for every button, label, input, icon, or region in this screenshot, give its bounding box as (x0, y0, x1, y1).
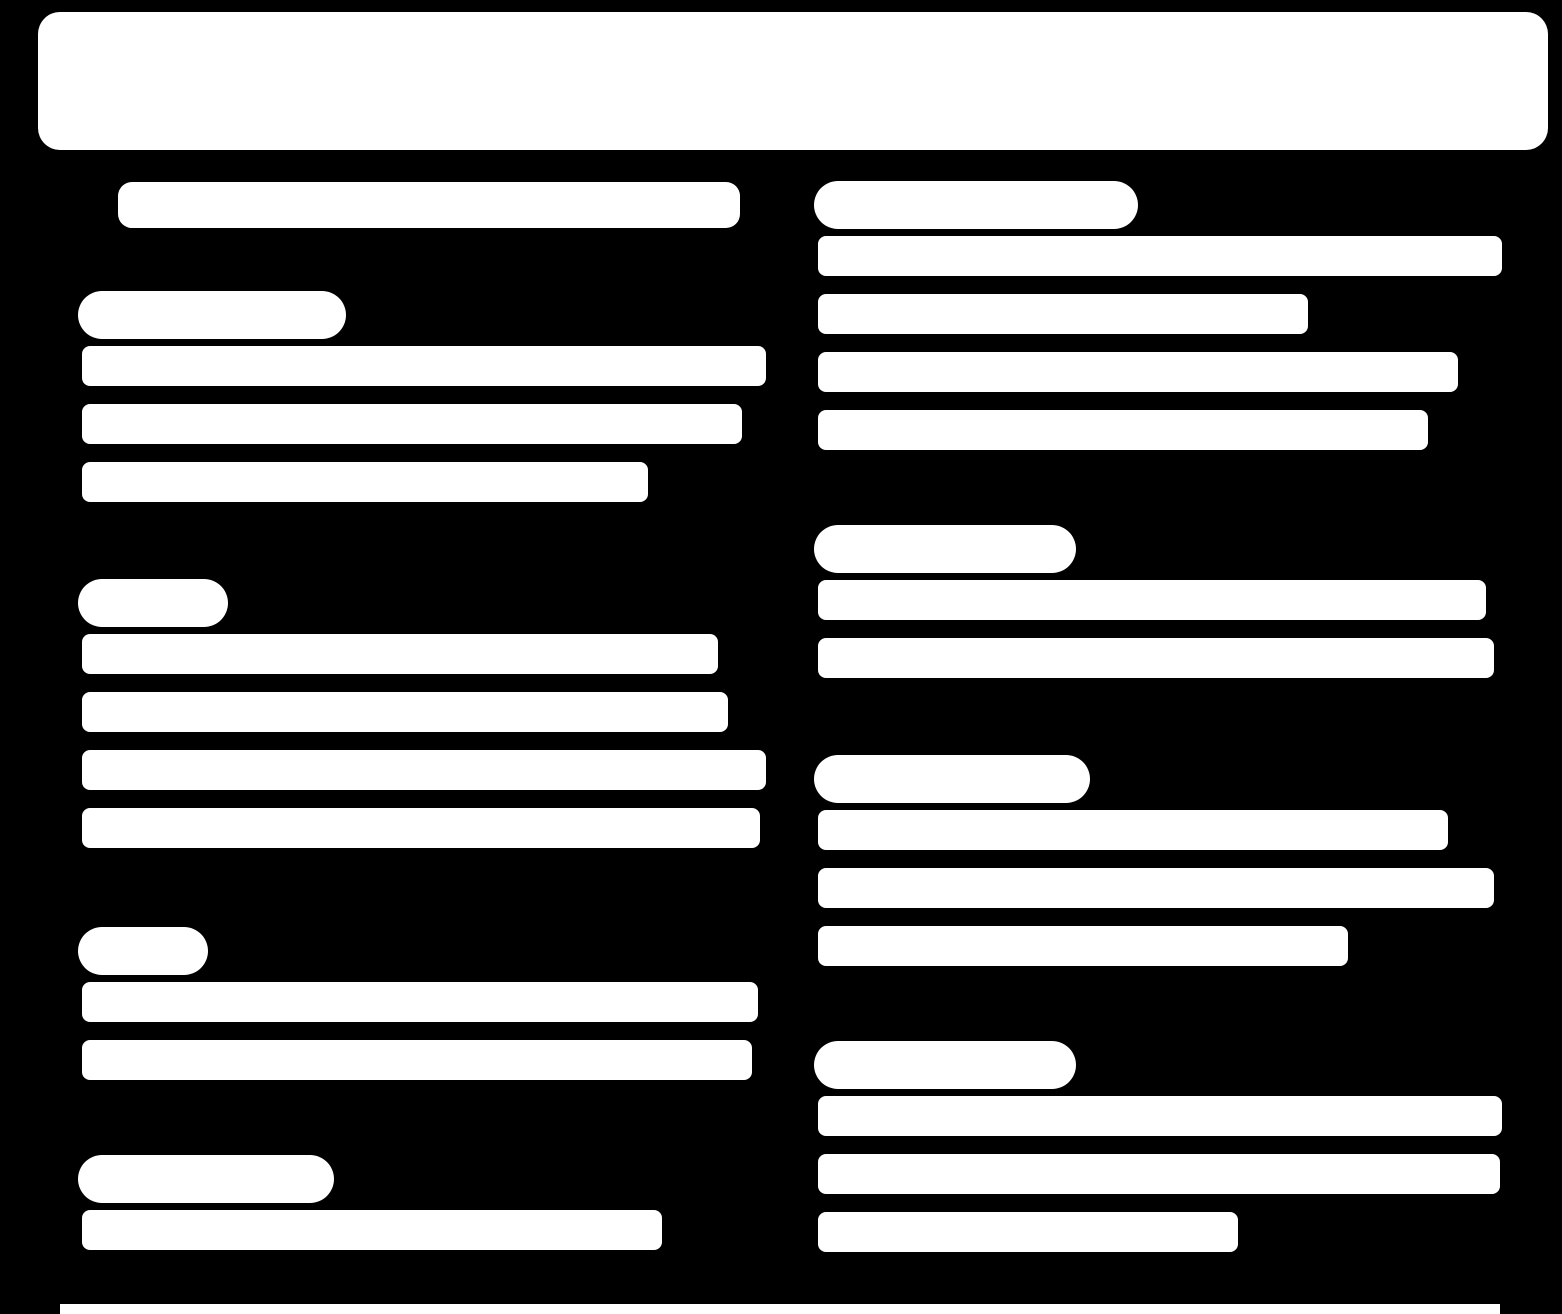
section-line (82, 346, 766, 386)
section-heading (814, 1038, 1514, 1092)
section-line (82, 634, 718, 674)
section-line (82, 462, 648, 502)
section-heading-shape (78, 579, 228, 627)
section-line (818, 236, 1502, 276)
section-heading (814, 522, 1514, 576)
left-section-3 (78, 924, 778, 1098)
section-line-text (818, 638, 819, 639)
section-line-text (818, 236, 819, 237)
section-line-text (82, 750, 83, 751)
right-section-4 (814, 1038, 1514, 1270)
section-line-text (82, 808, 83, 809)
right-section-1 (814, 178, 1514, 468)
section-line (818, 926, 1348, 966)
right-section-3 (814, 752, 1514, 984)
section-line (818, 1096, 1502, 1136)
section-heading (78, 1152, 778, 1206)
section-line (818, 1154, 1500, 1194)
section-line (82, 808, 760, 848)
title-panel (38, 12, 1548, 150)
section-line (818, 638, 1494, 678)
section-line-text (818, 352, 819, 353)
intro-line (118, 182, 740, 228)
section-heading (78, 576, 778, 630)
section-line-text (818, 1096, 819, 1097)
section-line-text (82, 692, 83, 693)
section-line (82, 750, 766, 790)
section-heading-shape (78, 1155, 334, 1203)
section-heading-shape (78, 291, 346, 339)
section-line (818, 810, 1448, 850)
section-line (818, 294, 1308, 334)
section-line-text (818, 1154, 819, 1155)
left-section-4 (78, 1152, 778, 1268)
section-line (818, 1212, 1238, 1252)
section-heading-shape (814, 1041, 1076, 1089)
left-section-1 (78, 288, 778, 520)
section-line-text (818, 294, 819, 295)
section-line-text (818, 410, 819, 411)
section-heading-shape (78, 927, 208, 975)
section-line (82, 692, 728, 732)
section-line-text (82, 634, 83, 635)
intro-text (118, 182, 119, 183)
section-line-text (818, 926, 819, 927)
section-line-text (82, 346, 83, 347)
section-heading (814, 178, 1514, 232)
section-heading (814, 752, 1514, 806)
title-text (38, 12, 39, 13)
section-heading-shape (814, 181, 1138, 229)
section-line-text (82, 982, 83, 983)
section-heading (78, 924, 778, 978)
section-heading-shape (814, 755, 1090, 803)
section-line (818, 352, 1458, 392)
section-line (818, 580, 1486, 620)
section-line (82, 1040, 752, 1080)
section-line-text (82, 404, 83, 405)
left-section-2 (78, 576, 778, 866)
section-heading (78, 288, 778, 342)
section-heading-shape (814, 525, 1076, 573)
section-line-text (818, 810, 819, 811)
section-line (82, 404, 742, 444)
section-line-text (82, 1210, 83, 1211)
section-line-text (818, 580, 819, 581)
section-line (82, 982, 758, 1022)
section-line (818, 410, 1428, 450)
section-line-text (818, 1212, 819, 1213)
section-line (818, 868, 1494, 908)
right-section-2 (814, 522, 1514, 696)
section-line-text (818, 868, 819, 869)
section-line (82, 1210, 662, 1250)
bottom-rule (60, 1304, 1500, 1314)
section-line-text (82, 1040, 83, 1041)
section-line-text (82, 462, 83, 463)
